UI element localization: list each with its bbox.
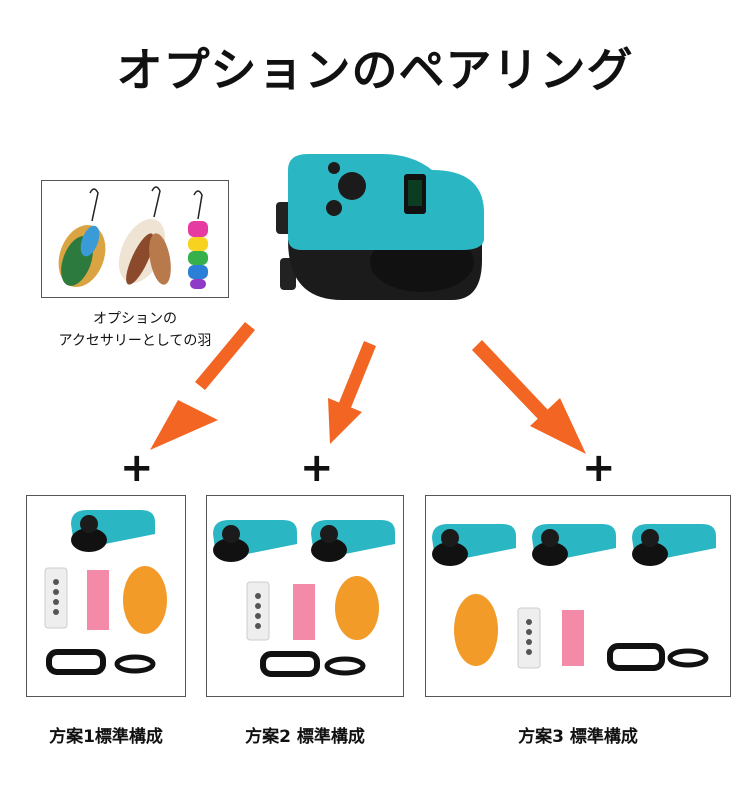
feather-caption-line2: アクセサリーとしての羽 bbox=[58, 333, 212, 349]
plan-3-label: 方案3 標準構成 bbox=[518, 727, 638, 747]
plan-2-label: 方案2 標準構成 bbox=[245, 727, 365, 747]
arrow-right-shaft bbox=[472, 340, 548, 419]
arrow-right-head bbox=[530, 398, 586, 454]
clip-device bbox=[71, 510, 155, 552]
arrow-left-head bbox=[150, 400, 218, 450]
plus-icon-3: + bbox=[582, 445, 616, 491]
arrow-middle-shaft bbox=[338, 341, 376, 410]
plus-icon-1: + bbox=[120, 445, 154, 491]
arrow-left-shaft bbox=[195, 322, 255, 390]
plan-2-contents bbox=[213, 520, 395, 677]
plan-3-contents bbox=[432, 524, 716, 671]
page-title: オプションのペアリング bbox=[116, 43, 634, 97]
feather-image-box bbox=[41, 180, 229, 298]
feathers-illustration bbox=[58, 186, 208, 289]
feather-caption: オプションの アクセサリーとしての羽 bbox=[20, 308, 250, 352]
plan-1-contents bbox=[44, 510, 167, 675]
plus-icon-2: + bbox=[300, 445, 334, 491]
plan-3-box bbox=[425, 495, 731, 697]
plan-1-box bbox=[26, 495, 186, 697]
plan-2-box bbox=[206, 495, 404, 697]
plan-1-label: 方案1標準構成 bbox=[49, 727, 163, 747]
main-device-image bbox=[272, 150, 492, 310]
arrow-middle-head bbox=[328, 398, 362, 444]
feather-caption-line1: オプションの bbox=[93, 311, 177, 327]
